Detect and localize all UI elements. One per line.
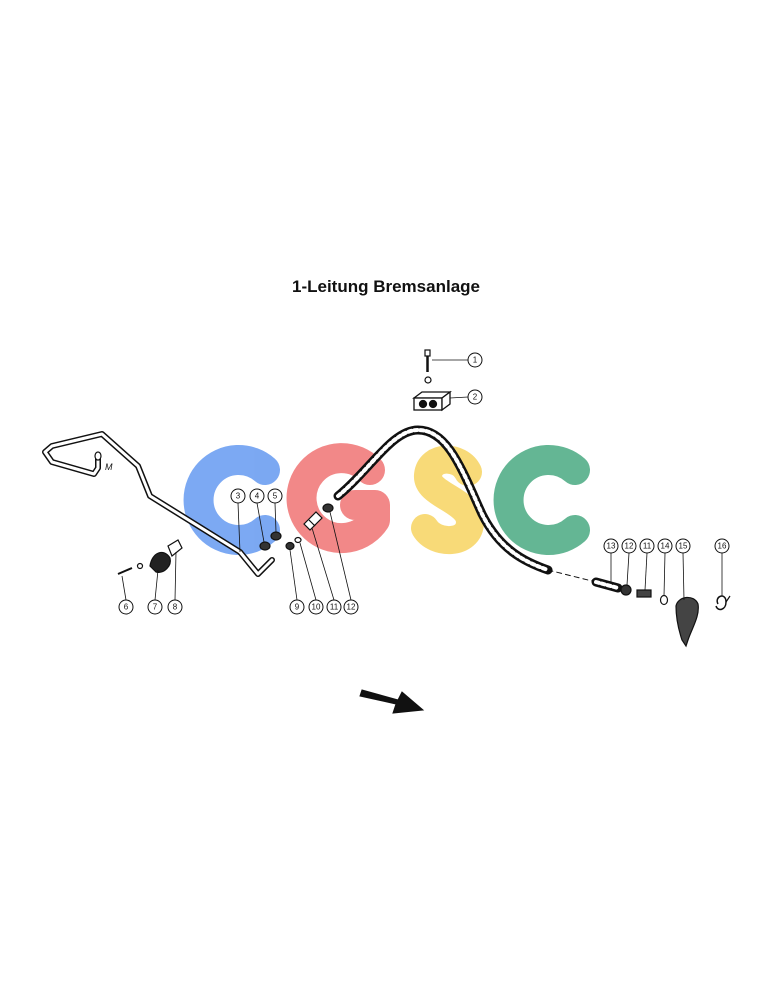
callout-6: 6: [118, 599, 134, 615]
watermark-logo: [183, 443, 590, 555]
part-pipe-clamp: [412, 390, 452, 412]
callout-7: 7: [147, 599, 163, 615]
svg-text:10: 10: [312, 603, 321, 612]
svg-text:7: 7: [153, 603, 158, 612]
callout-11-right: 11: [639, 538, 655, 554]
watermark-letter-c2: [493, 445, 590, 555]
svg-text:3: 3: [236, 492, 241, 501]
callout-10: 10: [308, 599, 324, 615]
watermark-letter-s: [411, 445, 485, 555]
svg-text:16: 16: [718, 542, 727, 551]
part-bolt: [424, 349, 432, 384]
direction-arrow-icon: [359, 689, 425, 714]
callout-3: 3: [230, 488, 246, 504]
part-adapter: [303, 511, 323, 531]
svg-text:11: 11: [330, 603, 339, 612]
svg-text:9: 9: [295, 603, 300, 612]
svg-text:12: 12: [625, 542, 634, 551]
watermark-letter-c1: [183, 445, 280, 555]
callout-5: 5: [267, 488, 283, 504]
part-left-fittings: [117, 539, 183, 575]
rigid-brake-pipe: [42, 431, 275, 577]
callout-11-left: 11: [326, 599, 342, 615]
svg-text:13: 13: [607, 542, 616, 551]
svg-text:12: 12: [347, 603, 356, 612]
callout-14: 14: [657, 538, 673, 554]
callout-1: 1: [467, 352, 483, 368]
flexible-brake-hose: [333, 425, 623, 593]
callout-2: 2: [467, 389, 483, 405]
part-right-fittings: [620, 584, 731, 648]
callout-16: 16: [714, 538, 730, 554]
svg-text:15: 15: [679, 542, 688, 551]
callout-8: 8: [167, 599, 183, 615]
svg-text:14: 14: [661, 542, 670, 551]
callout-4: 4: [249, 488, 265, 504]
callout-12-right: 12: [621, 538, 637, 554]
svg-text:4: 4: [255, 492, 260, 501]
leader-lines: [121, 359, 723, 601]
svg-text:8: 8: [173, 603, 178, 612]
callout-13: 13: [603, 538, 619, 554]
watermark-letter-g: [286, 443, 390, 554]
callout-15: 15: [675, 538, 691, 554]
diagram-title: 1-Leitung Bremsanlage: [292, 277, 480, 296]
svg-text:1: 1: [473, 356, 478, 365]
pipe-marker-label: M: [105, 462, 113, 472]
svg-text:6: 6: [124, 603, 129, 612]
svg-text:5: 5: [273, 492, 278, 501]
part-union-nuts: [259, 503, 334, 551]
callout-12-left: 12: [343, 599, 359, 615]
svg-text:2: 2: [473, 393, 478, 402]
svg-text:11: 11: [643, 542, 652, 551]
callout-9: 9: [289, 599, 305, 615]
callouts: 1 2 3 4 5 6 7 8 9 10 11 12 13 12 11 14 1…: [118, 352, 730, 615]
